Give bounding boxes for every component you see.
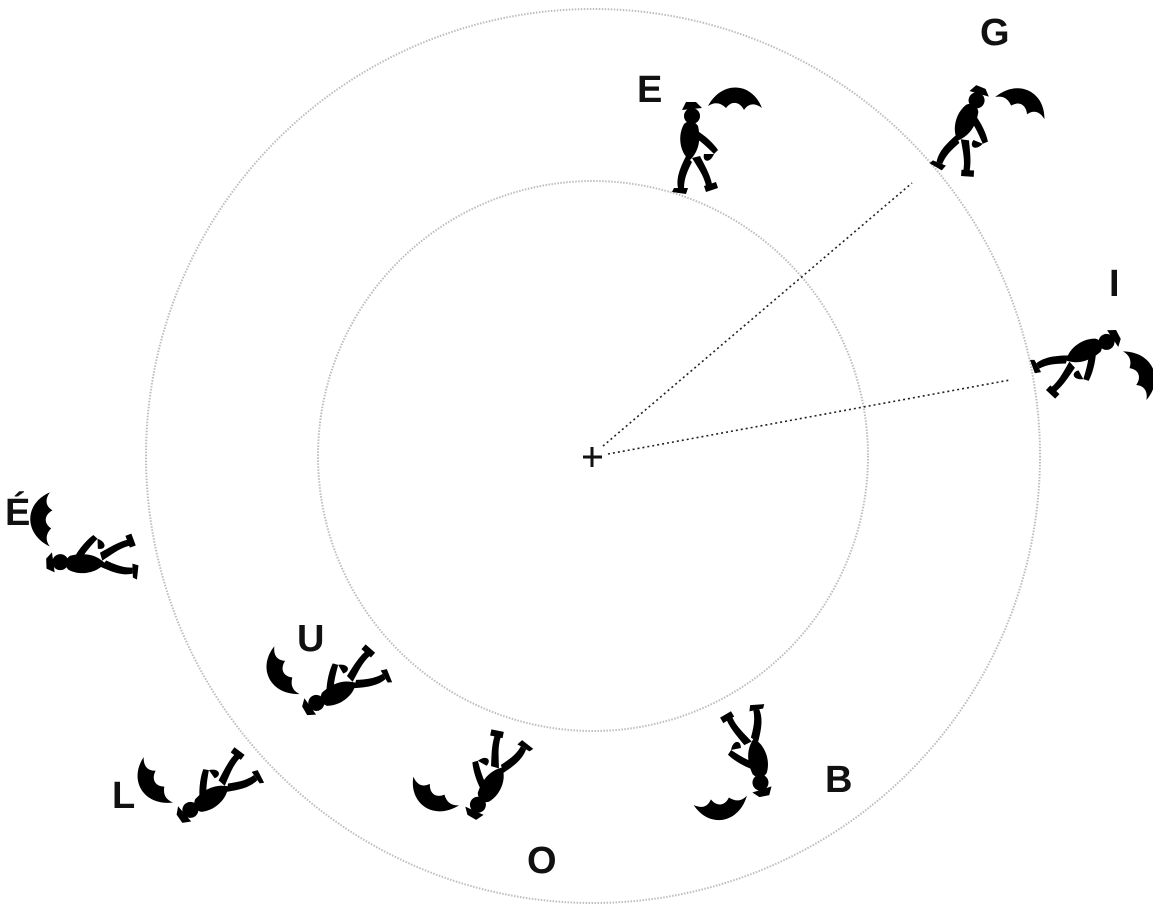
figures [13, 52, 1153, 853]
label-e-acute: É [5, 490, 30, 534]
walker-icon-e-acute [13, 489, 139, 584]
label-o: O [527, 840, 557, 882]
walker-icon-o [395, 702, 535, 853]
fixation-cross: + [583, 447, 602, 467]
letter-labels: E G I B O U L É [5, 12, 1120, 882]
label-u: U [297, 618, 324, 660]
walker-icon-e [672, 72, 762, 194]
label-l: L [112, 775, 135, 817]
walker-icon-l [114, 707, 266, 852]
label-i: I [1109, 263, 1120, 305]
walker-icon-i [1028, 303, 1153, 441]
label-e: E [637, 69, 662, 111]
rays [602, 182, 1011, 455]
rings [145, 8, 1041, 904]
inner-ring [317, 180, 869, 732]
walker-icon-b [675, 702, 790, 841]
ray-to-i [607, 379, 1011, 455]
label-g: G [980, 12, 1010, 54]
label-b: B [825, 759, 852, 801]
walker-icon-g [928, 52, 1058, 199]
outer-ring [145, 8, 1041, 904]
